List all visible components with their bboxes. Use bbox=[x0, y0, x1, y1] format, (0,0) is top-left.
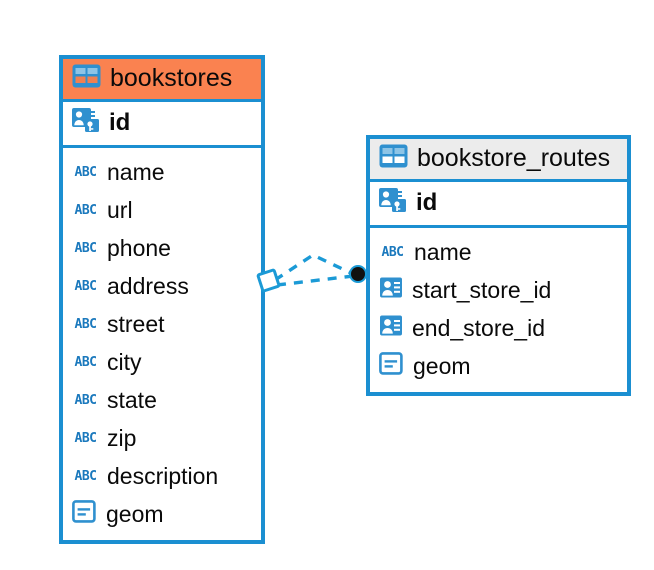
entity-bookstore-routes[interactable]: bookstore_routes id ABC bbox=[366, 135, 631, 396]
field-row-name[interactable]: ABC name bbox=[72, 153, 251, 191]
field-row-name[interactable]: ABC name bbox=[379, 233, 617, 271]
field-label: description bbox=[107, 462, 219, 489]
entity-header-bookstores[interactable]: bookstores bbox=[63, 59, 261, 102]
abc-text-icon: ABC bbox=[381, 244, 404, 260]
field-list-bookstore-routes: ABC name start_store_id bbox=[370, 228, 627, 392]
abc-text-icon: ABC bbox=[74, 202, 97, 218]
table-icon bbox=[72, 64, 101, 93]
field-label-primary-key: id bbox=[109, 109, 131, 137]
field-label: phone bbox=[107, 234, 171, 261]
field-row-state[interactable]: ABC state bbox=[72, 381, 251, 419]
entity-title: bookstore_routes bbox=[417, 144, 611, 172]
primary-key-icon bbox=[379, 187, 407, 219]
field-label: name bbox=[107, 158, 165, 185]
table-icon bbox=[379, 144, 408, 173]
field-label-primary-key: id bbox=[416, 189, 438, 217]
field-row-description[interactable]: ABC description bbox=[72, 457, 251, 495]
field-label: address bbox=[107, 272, 189, 299]
field-label: city bbox=[107, 348, 142, 375]
entity-bookstores[interactable]: bookstores id ABC bbox=[59, 55, 265, 544]
abc-text-icon: ABC bbox=[74, 468, 97, 484]
relationship-connector[interactable] bbox=[255, 240, 370, 315]
field-list-bookstores: ABC name ABC url ABC phone ABC address A… bbox=[63, 148, 261, 540]
entity-title: bookstores bbox=[110, 64, 233, 92]
field-row-street[interactable]: ABC street bbox=[72, 305, 251, 343]
relationship-line-lower bbox=[276, 274, 354, 287]
field-label: url bbox=[107, 196, 133, 223]
abc-text-icon: ABC bbox=[74, 240, 97, 256]
field-row-geom[interactable]: geom bbox=[379, 347, 617, 385]
field-row-address[interactable]: ABC address bbox=[72, 267, 251, 305]
field-row-city[interactable]: ABC city bbox=[72, 343, 251, 381]
field-row-phone[interactable]: ABC phone bbox=[72, 229, 251, 267]
field-label: street bbox=[107, 310, 165, 337]
abc-text-icon: ABC bbox=[74, 164, 97, 180]
field-label: geom bbox=[413, 352, 471, 379]
primary-key-icon bbox=[72, 107, 100, 139]
foreign-key-icon bbox=[379, 276, 404, 304]
field-label: geom bbox=[106, 500, 164, 527]
field-row-zip[interactable]: ABC zip bbox=[72, 419, 251, 457]
field-row-geom[interactable]: geom bbox=[72, 495, 251, 533]
field-row-end-store-id[interactable]: end_store_id bbox=[379, 309, 617, 347]
filled-circle-marker bbox=[349, 265, 367, 283]
field-row-primary-key[interactable]: id bbox=[370, 182, 627, 228]
field-label: state bbox=[107, 386, 157, 413]
foreign-key-icon bbox=[379, 314, 404, 342]
field-label: start_store_id bbox=[412, 276, 552, 303]
abc-text-icon: ABC bbox=[74, 430, 97, 446]
field-label: zip bbox=[107, 424, 137, 451]
abc-text-icon: ABC bbox=[74, 278, 97, 294]
field-label: name bbox=[414, 238, 472, 265]
relationship-line-upper bbox=[274, 253, 354, 282]
geometry-icon bbox=[379, 351, 405, 381]
geometry-icon bbox=[72, 499, 98, 529]
field-row-start-store-id[interactable]: start_store_id bbox=[379, 271, 617, 309]
abc-text-icon: ABC bbox=[74, 316, 97, 332]
field-row-url[interactable]: ABC url bbox=[72, 191, 251, 229]
entity-header-bookstore-routes[interactable]: bookstore_routes bbox=[370, 139, 627, 182]
abc-text-icon: ABC bbox=[74, 392, 97, 408]
field-row-primary-key[interactable]: id bbox=[63, 102, 261, 148]
field-label: end_store_id bbox=[412, 314, 545, 341]
diamond-marker bbox=[256, 268, 281, 293]
abc-text-icon: ABC bbox=[74, 354, 97, 370]
